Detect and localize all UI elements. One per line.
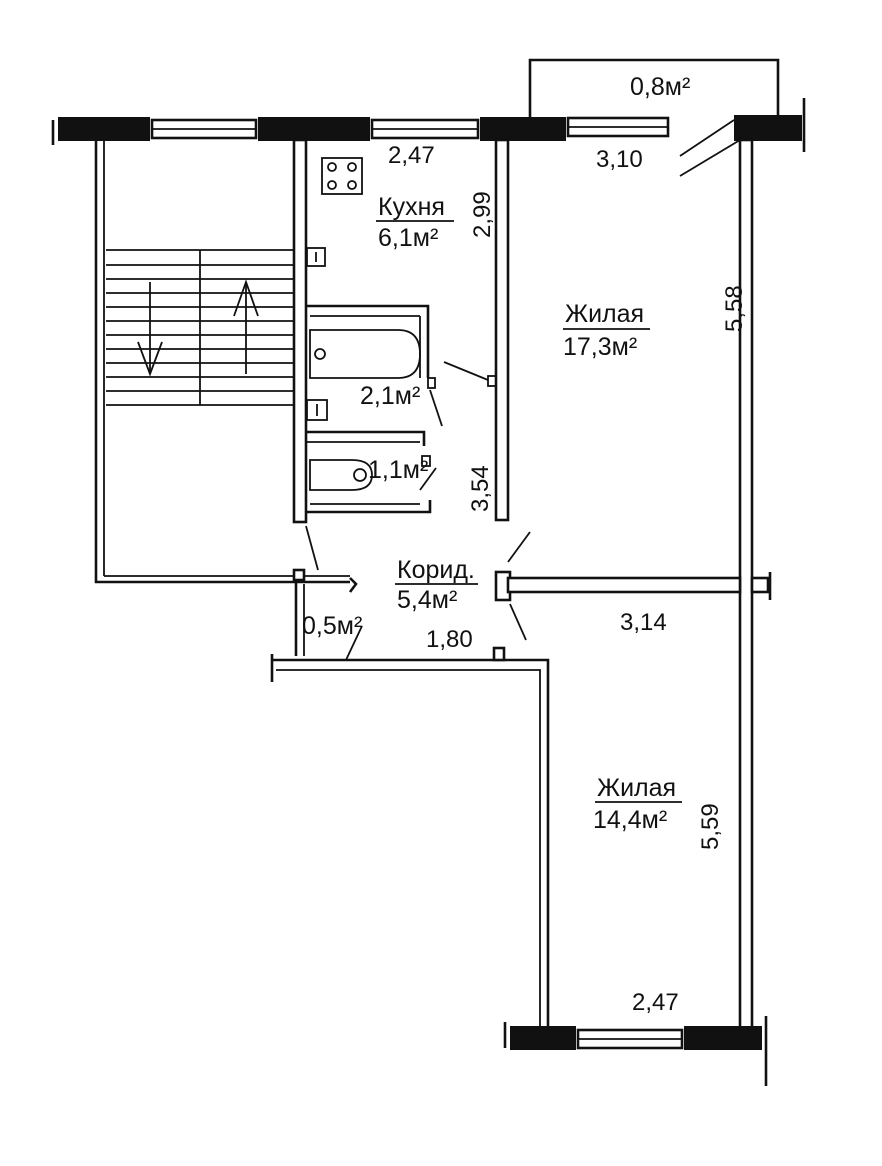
corridor-label: Корид. 5,4м² [395,556,478,614]
toilet-door [419,455,437,491]
corridor-name: Корид. [397,556,475,584]
bathroom-area: 2,1м² [360,382,420,410]
stairs-up-arrow [233,279,259,374]
balcony-area: 0,8м² [630,73,690,101]
living1-label: Жилая 17,3м² [563,300,650,361]
bathroom [306,304,443,427]
toilet-icon [309,459,373,491]
living1-area: 17,3м² [563,333,637,361]
dim-living2-depth: 5,59 [697,803,724,850]
dim-partition-length: 3,54 [467,465,494,512]
corridor-area: 5,4м² [397,586,457,614]
lower-interior-wall [270,646,550,1028]
stove-icon [321,157,363,195]
toilet-area: 1,1м² [368,456,428,484]
living2-name: Жилая [597,774,676,802]
kitchen-sink-icon [306,247,326,267]
stairwell [94,140,350,584]
dim-living2-width-top: 3,14 [620,609,667,636]
kitchen-living-partition [443,138,510,522]
dim-kitchen-width: 2,47 [388,142,435,169]
toilet-room [306,430,437,514]
bathtub-icon [309,329,421,379]
bathroom-sink-icon [306,399,328,421]
kitchen-name: Кухня [378,193,445,221]
living-rooms-divider [494,531,772,641]
living2-label: Жилая 14,4м² [593,774,682,834]
balcony-door [679,119,741,177]
corridor-entry [292,525,358,593]
dim-living1-depth: 5,58 [721,285,748,332]
living2-area: 14,4м² [593,806,667,834]
dim-living2-width-bottom: 2,47 [632,989,679,1016]
kitchen-left-wall [292,138,308,524]
right-exterior-wall [738,138,754,1030]
top-exterior-wall [51,98,806,152]
closet-area: 0,5м² [302,612,362,640]
dim-kitchen-depth: 2,99 [469,191,496,238]
dim-corridor-width: 1,80 [426,626,473,653]
stairs-down-arrow [137,282,163,377]
kitchen-area: 6,1м² [378,224,438,252]
closet [294,582,363,661]
dim-living1-width: 3,10 [596,146,643,173]
bathroom-door [427,377,443,427]
bottom-exterior-wall [503,1016,768,1086]
living1-name: Жилая [565,300,644,328]
balcony [528,58,780,118]
kitchen-label: Кухня 6,1м² [376,193,454,252]
